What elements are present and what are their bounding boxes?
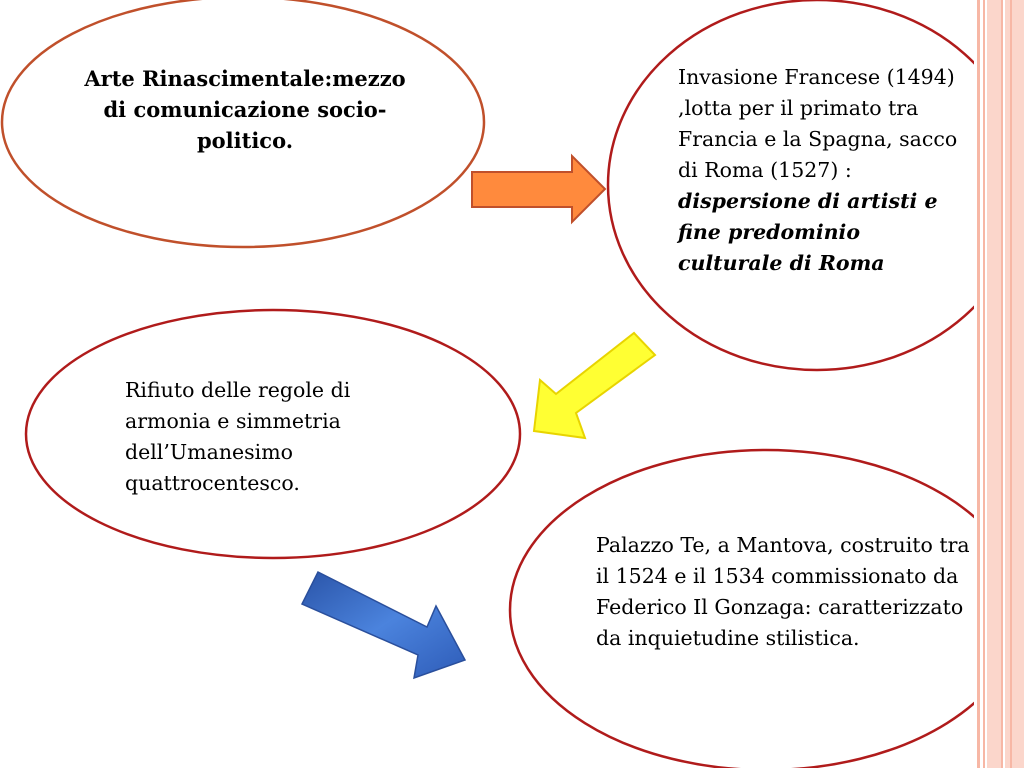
node-rifiuto-text: Rifiuto delle regole di armonia e simmet… <box>125 378 351 495</box>
node-invasione-emphasis: dispersione di artisti e fine predominio… <box>678 189 938 275</box>
decorative-side-stripes <box>974 0 1024 768</box>
node-arte-text: Arte Rinascimentale:mezzo di comunicazio… <box>84 66 406 153</box>
arrow-down-left-icon <box>532 331 657 440</box>
node-palazzo-ellipse <box>508 448 974 768</box>
node-invasione-plain: Invasione Francese (1494) ,lotta per il … <box>678 65 958 182</box>
node-invasione-text: Invasione Francese (1494) ,lotta per il … <box>678 62 968 279</box>
node-rifiuto-ellipse <box>24 308 522 560</box>
node-palazzo-text: Palazzo Te, a Mantova, costruito tra il … <box>596 533 970 650</box>
node-invasione-ellipse <box>606 0 974 372</box>
node-arte-ellipse <box>0 0 486 249</box>
arrow-right-icon <box>471 153 607 225</box>
concept-diagram <box>0 0 974 768</box>
arrow-down-right-icon <box>300 570 467 680</box>
